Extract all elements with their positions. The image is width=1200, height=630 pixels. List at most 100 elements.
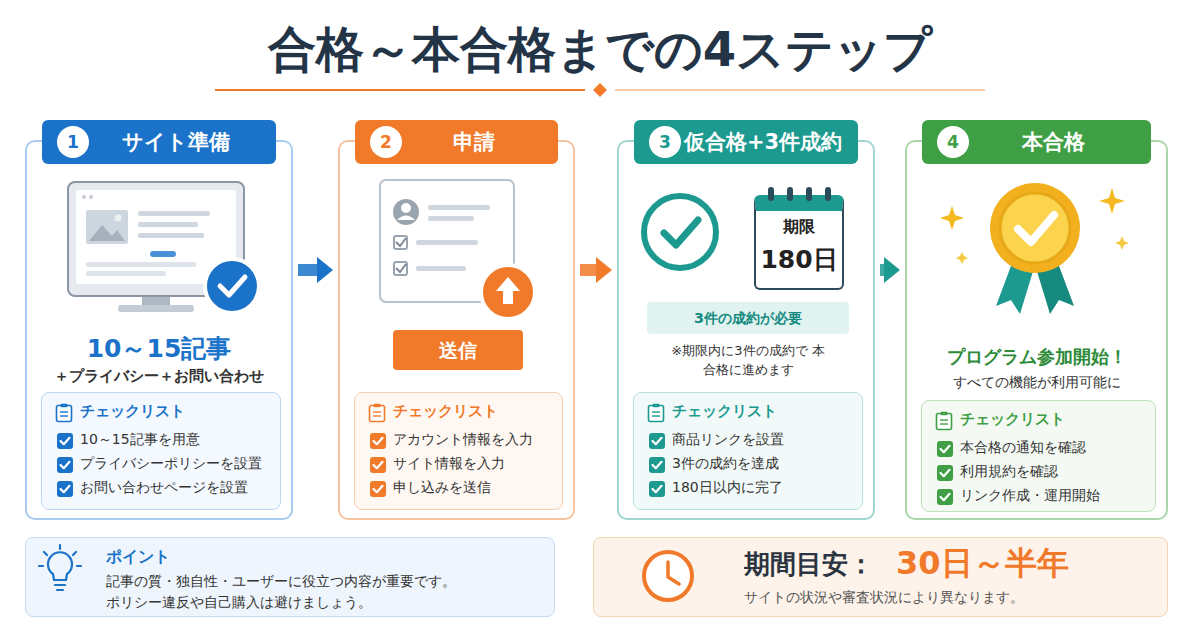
check-icon-mark	[941, 494, 950, 500]
step-card: 仮合格+3件成約※期限内に3件の成約で 本合格に進めます3期限180日3件の成約…	[617, 140, 875, 520]
checklist-item: 180日以内に完了	[672, 479, 783, 497]
checklist-box: チェックリスト10～15記事を用意プライバシーポリシーを設置お問い合わせページを…	[41, 392, 281, 510]
point-box: ポイント記事の質・独自性・ユーザーに役立つ内容が重要です。 ポリシー違反や自己購…	[25, 537, 555, 617]
check-icon-mark	[653, 438, 662, 444]
check-circle-illustration	[644, 187, 831, 268]
step-text: ＋プライバシー＋お問い合わせ	[27, 367, 291, 386]
checklist-item: アカウント情報を入力	[393, 431, 533, 449]
point-box-text: 記事の質・独自性・ユーザーに役立つ内容が重要です。 ポリシー違反や自己購入は避け…	[106, 571, 468, 613]
checklist-item: 本合格の通知を確認	[960, 439, 1086, 457]
check-icon-mark	[941, 446, 950, 452]
step-number-text: 1	[57, 126, 89, 158]
check-icon-mark	[653, 486, 662, 492]
checklist-heading: チェックリスト	[960, 410, 1065, 429]
arrow-head	[596, 257, 612, 283]
checklist-heading: チェックリスト	[672, 402, 777, 421]
checklist-item: 3件の成約を達成	[672, 455, 779, 473]
checklist-heading: チェックリスト	[393, 402, 498, 421]
check-icon-mark	[374, 438, 383, 444]
check-icon	[370, 481, 386, 497]
checklist-icon-line	[652, 411, 660, 412]
checklist-item: 10～15記事を用意	[80, 431, 200, 449]
checklist-icon	[935, 411, 953, 431]
period-box-text: 30日～半年	[896, 542, 1069, 586]
check-icon-box	[370, 457, 386, 473]
step-text: プログラム参加開始！	[907, 345, 1166, 369]
check-icon-box	[649, 433, 665, 449]
checklist-icon-clip	[61, 404, 68, 408]
checklist-item: サイト情報を入力	[393, 455, 505, 473]
step-card: 本合格プログラム参加開始！すべての機能が利用可能に4チェックリスト本合格の通知を…	[905, 140, 1168, 520]
calendar-text: 期限	[756, 217, 842, 238]
check-icon-box	[937, 489, 953, 505]
check-icon-mark	[61, 438, 70, 444]
checklist-icon-clip	[653, 404, 660, 408]
checklist-icon-line	[373, 411, 381, 412]
check-icon	[370, 457, 386, 473]
checklist-icon-line	[373, 415, 381, 416]
check-icon	[649, 433, 665, 449]
step-number: 1	[57, 126, 89, 158]
check-icon-mark	[941, 470, 950, 476]
send-button: 送信	[393, 330, 523, 370]
checklist-icon-board	[57, 406, 72, 422]
checklist-item: リンク作成・運用開始	[960, 487, 1100, 505]
check-icon-box	[649, 457, 665, 473]
arrow-head	[317, 257, 333, 283]
checklist-box: チェックリスト商品リンクを設置 3件の成約を達成 180日以内に完了	[633, 392, 863, 510]
checklist-item: 利用規約を確認	[960, 463, 1058, 481]
calendar-text: 180日	[756, 243, 842, 276]
step-number-text: 3	[649, 126, 681, 158]
arrow-shaft	[580, 264, 596, 276]
checklist-item: 申し込みを送信	[393, 479, 491, 497]
checklist-icon-line	[60, 411, 68, 412]
check-icon-mark	[61, 486, 70, 492]
check-icon-box	[370, 481, 386, 497]
step-arrow	[880, 257, 900, 283]
checklist-icon	[647, 403, 665, 423]
check-icon	[937, 441, 953, 457]
step-text: ※期限内に3件の成約で 本合格に進めます	[668, 342, 828, 380]
checklist-icon-board	[937, 414, 952, 430]
arrow-shaft	[298, 264, 317, 276]
checklist-box: チェックリストアカウント情報を入力サイト情報を入力申し込みを送信	[354, 392, 563, 510]
period-box-text: サイトの状況や審査状況により異なります。	[744, 589, 1024, 607]
check-icon	[937, 465, 953, 481]
check-icon	[57, 457, 73, 473]
requirement-pill-text: 3件の成約が必要	[647, 302, 849, 334]
check-icon-box	[57, 457, 73, 473]
arrow-shaft	[880, 264, 884, 276]
check-icon-mark	[653, 462, 662, 468]
arrow-head	[884, 257, 900, 283]
step-number: 2	[370, 126, 402, 158]
step-card: サイト準備10～15記事＋プライバシー＋お問い合わせ1チェックリスト10～15記…	[25, 140, 293, 520]
period-box: 期間目安：30日～半年サイトの状況や審査状況により異なります。	[593, 537, 1168, 617]
checklist-icon	[368, 403, 386, 423]
check-icon-mark	[374, 486, 383, 492]
check-icon	[937, 489, 953, 505]
check-icon-mark	[374, 462, 383, 468]
checklist-item: プライバシーポリシーを設置	[80, 455, 262, 473]
check-icon	[649, 457, 665, 473]
check-icon-mark	[61, 462, 70, 468]
checklist-box: チェックリスト本合格の通知を確認利用規約を確認リンク作成・運用開始	[921, 400, 1156, 512]
check-icon-box	[649, 481, 665, 497]
step-card: 申請2送信チェックリストアカウント情報を入力サイト情報を入力申し込みを送信	[338, 140, 575, 520]
step-number-text: 2	[370, 126, 402, 158]
checklist-heading: チェックリスト	[80, 402, 185, 421]
title-underline	[215, 83, 985, 97]
check-icon	[649, 481, 665, 497]
checklist-item: 商品リンクを設置	[672, 431, 784, 449]
diagram-title: 合格～本合格までの4ステップ	[0, 18, 1200, 82]
checklist-icon-line	[60, 415, 68, 416]
checklist-icon-clip	[941, 412, 948, 416]
checklist-icon-clip	[374, 404, 381, 408]
checklist-icon-board	[370, 406, 385, 422]
checklist-icon	[55, 403, 73, 423]
point-box-text: ポイント	[106, 547, 170, 568]
calendar: 期限 180日	[754, 195, 844, 290]
form-illustration	[380, 180, 535, 319]
checklist-icon-line	[652, 415, 660, 416]
